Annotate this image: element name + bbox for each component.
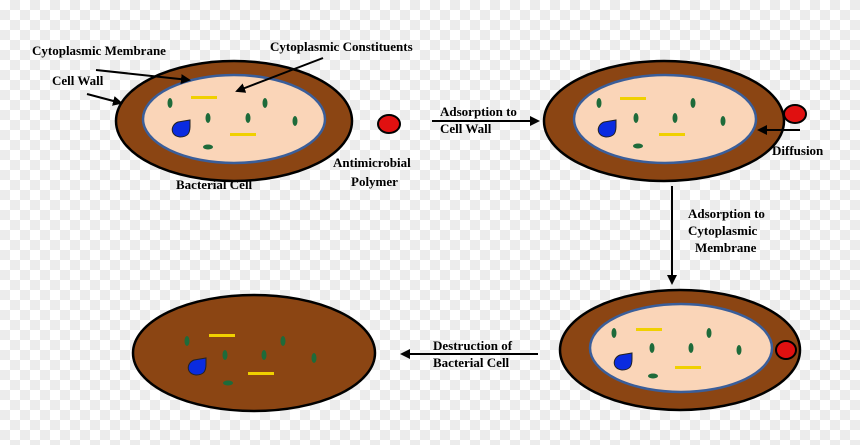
constituent-yellow <box>636 328 662 331</box>
label-step2-line3: Membrane <box>695 240 757 255</box>
label-bacterial-cell: Bacterial Cell <box>176 177 253 192</box>
nucleoid-icon <box>613 352 633 371</box>
constituent-green <box>611 328 617 338</box>
label-polymer: Polymer <box>351 174 398 189</box>
label-step3-line2: Bacterial Cell <box>433 355 510 370</box>
constituent-green <box>184 336 190 346</box>
label-cell-wall: Cell Wall <box>52 73 104 88</box>
antimicrobial-polymer-icon <box>775 340 797 360</box>
bacterial-cell-intact <box>114 59 354 183</box>
bacterial-cell-membrane-adsorbed <box>558 288 802 412</box>
cell-wall <box>131 293 377 413</box>
constituent-green <box>167 98 173 108</box>
constituent-green <box>736 345 742 355</box>
constituent-yellow <box>659 133 685 136</box>
constituent-green <box>649 343 655 353</box>
antimicrobial-polymer-icon <box>377 114 401 134</box>
label-cytoplasmic-membrane: Cytoplasmic Membrane <box>32 43 166 58</box>
constituent-yellow <box>675 366 701 369</box>
constituent-yellow <box>191 96 217 99</box>
constituent-green <box>280 336 286 346</box>
constituent-green <box>633 143 643 149</box>
label-step1-line2: Cell Wall <box>440 121 492 136</box>
constituent-green <box>203 144 213 150</box>
antimicrobial-polymer-icon <box>783 104 807 124</box>
constituent-green <box>262 98 268 108</box>
constituent-green <box>690 98 696 108</box>
constituent-green <box>688 343 694 353</box>
constituent-green <box>205 113 211 123</box>
pointer-arrow-cell-wall <box>86 93 123 106</box>
nucleoid-icon <box>171 119 191 138</box>
label-step3-line1: Destruction of <box>433 338 513 353</box>
constituent-green <box>292 116 298 126</box>
constituent-green <box>633 113 639 123</box>
pointer-arrow-constituents <box>235 57 324 93</box>
constituent-green <box>223 380 233 386</box>
constituent-green <box>311 353 317 363</box>
constituent-green <box>648 373 658 379</box>
constituent-green <box>720 116 726 126</box>
constituent-green <box>245 113 251 123</box>
constituent-green <box>222 350 228 360</box>
label-antimicrobial: Antimicrobial <box>333 155 411 170</box>
constituent-green <box>672 113 678 123</box>
constituent-green <box>596 98 602 108</box>
bacterial-cell-wall-adsorbed <box>542 59 807 183</box>
label-step1-line1: Adsorption to <box>440 104 517 119</box>
cytoplasmic-membrane <box>588 302 774 394</box>
label-step2-line1: Adsorption to <box>688 206 765 221</box>
constituent-yellow <box>620 97 646 100</box>
label-diffusion: Diffusion <box>772 143 824 158</box>
label-cytoplasmic-constituents: Cytoplasmic Constituents <box>270 39 413 54</box>
bacterial-cell-destroyed <box>131 293 377 413</box>
constituent-green <box>706 328 712 338</box>
cytoplasmic-membrane <box>572 73 758 165</box>
nucleoid-icon <box>597 119 617 138</box>
constituent-yellow <box>230 133 256 136</box>
nucleoid-icon <box>187 357 207 376</box>
constituent-yellow <box>248 372 274 375</box>
pointer-arrow-membrane <box>95 69 191 85</box>
cytoplasmic-membrane <box>141 73 327 165</box>
constituent-green <box>261 350 267 360</box>
label-step2-line2: Cytoplasmic <box>688 223 758 238</box>
constituent-yellow <box>209 334 235 337</box>
